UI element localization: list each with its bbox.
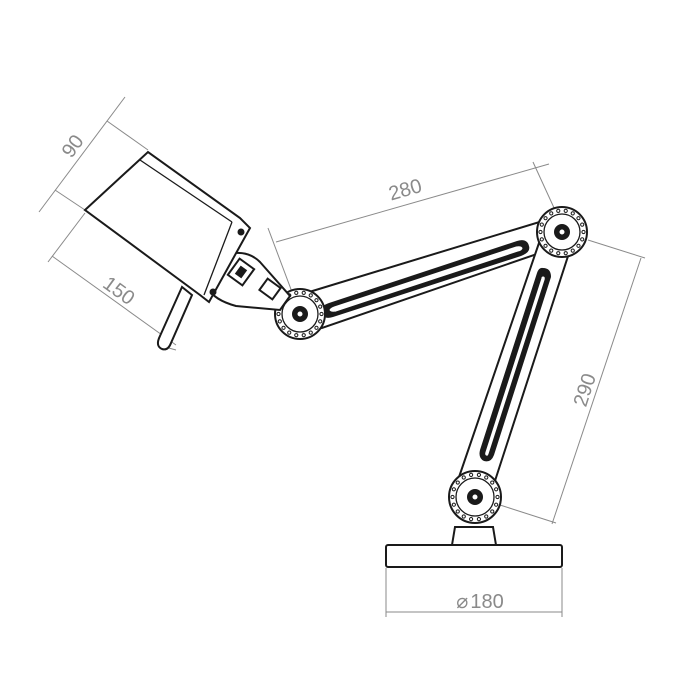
joint-perforation [318, 304, 323, 309]
joint-perforation [277, 319, 282, 324]
joint-perforation [294, 333, 299, 338]
joint-perforation [556, 251, 561, 256]
joint-perforation [287, 330, 292, 335]
joint-perforation [455, 509, 460, 514]
joint-perforation [543, 216, 548, 221]
joint-perforation [476, 517, 482, 522]
joint-perforation [455, 480, 460, 485]
joint-perforation [301, 333, 306, 338]
joint-base [448, 470, 502, 524]
joint-perforation [484, 514, 489, 519]
dimension-base-diameter: ⌀180 [385, 568, 563, 617]
joint-perforation [276, 311, 281, 317]
dimension-upper-arm: 280 [267, 161, 556, 301]
joint-perforation [556, 208, 561, 213]
joint-perforation [451, 502, 456, 507]
joint-perforation [580, 222, 585, 227]
joint-perforation [468, 472, 474, 477]
dimension-label-150: 150 [99, 272, 139, 309]
joint-upper [536, 206, 588, 258]
dimension-label-90: 90 [58, 131, 89, 162]
diameter-symbol: ⌀ [456, 591, 468, 613]
joint-perforation [476, 472, 482, 477]
diameter-value: 180 [470, 591, 503, 613]
joint-perforation [318, 319, 323, 324]
joint-perforation [581, 229, 586, 235]
joint-perforation [281, 325, 286, 330]
joint-perforation [468, 517, 474, 522]
joint-perforation [570, 248, 575, 253]
joint-perforation [319, 311, 324, 317]
lamp-base [385, 526, 563, 568]
joint-perforation [563, 208, 568, 213]
lamp-shade [83, 150, 252, 351]
joint-perforation [451, 487, 456, 492]
joint-perforation [450, 494, 455, 500]
joint-perforation [549, 248, 554, 253]
joint-perforation [294, 290, 299, 295]
joint-perforation [576, 243, 581, 248]
joint-perforation [538, 229, 543, 235]
joint-perforation [490, 480, 495, 485]
joint-perforation [539, 222, 544, 227]
joint-perforation [549, 211, 554, 216]
joint-perforation [314, 298, 319, 303]
dimension-label-290: 290 [570, 371, 601, 410]
joint-perforation [308, 293, 313, 298]
joint-perforation [570, 211, 575, 216]
dimension-label-180: ⌀180 [456, 591, 503, 613]
joint-perforation [576, 216, 581, 221]
joint-perforation [490, 509, 495, 514]
lower-arm [456, 238, 572, 492]
joint-perforation [494, 487, 499, 492]
joint-perforation [543, 243, 548, 248]
joint-perforation [495, 494, 500, 500]
joint-perforation [461, 475, 466, 480]
joint-perforation [461, 514, 466, 519]
joint-perforation [301, 290, 306, 295]
joint-perforation [539, 237, 544, 242]
joint-perforation [484, 475, 489, 480]
joint-perforation [494, 502, 499, 507]
joint-perforation [580, 237, 585, 242]
joint-perforation [308, 330, 313, 335]
joint-perforation [563, 251, 568, 256]
joint-perforation [314, 325, 319, 330]
